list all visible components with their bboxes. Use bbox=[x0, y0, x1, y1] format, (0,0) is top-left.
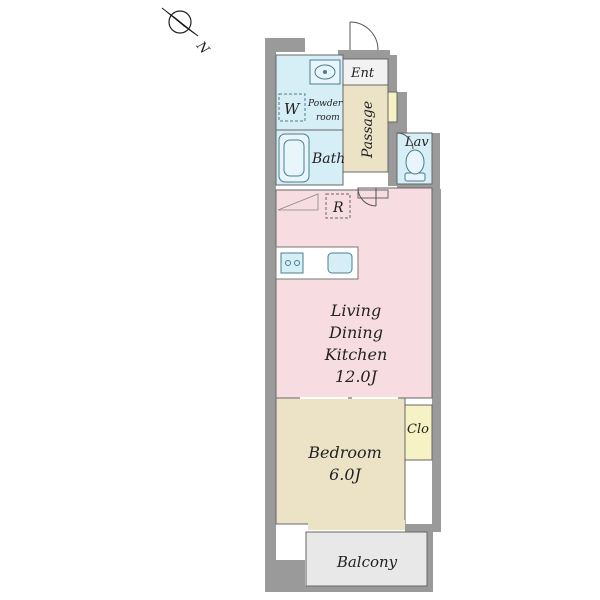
bedroom-size-label: 6.0J bbox=[329, 465, 362, 484]
powder-room-fixtures bbox=[278, 59, 341, 122]
kitchen-sink-icon bbox=[327, 252, 353, 274]
left-wall bbox=[265, 38, 305, 592]
ldk-label-3: Kitchen bbox=[324, 345, 388, 364]
powder-room-label-1: Powder bbox=[307, 99, 343, 109]
washer-space bbox=[278, 93, 306, 122]
ldk-label-2: Dining bbox=[328, 323, 383, 342]
bath-fixtures bbox=[278, 133, 310, 183]
ldk-label-1: Living bbox=[330, 301, 381, 320]
refrigerator-label: R bbox=[332, 200, 344, 216]
refrigerator bbox=[277, 193, 351, 219]
washer-label: W bbox=[284, 100, 301, 118]
toilet-bowl-icon bbox=[405, 149, 425, 175]
bedroom-floor bbox=[275, 397, 406, 525]
compass-needle-tail-icon bbox=[161, 7, 199, 37]
balcony-label: Balcony bbox=[336, 553, 398, 571]
bottom-wall-right bbox=[405, 524, 441, 532]
lav-label: Lav bbox=[404, 135, 429, 150]
stove-icon bbox=[280, 252, 304, 274]
lav-wall-right bbox=[432, 133, 440, 189]
powder-room-label-2: room bbox=[316, 113, 340, 123]
compass-north-label: N bbox=[192, 38, 212, 58]
closet-label: Clo bbox=[407, 422, 429, 437]
balcony-rail-right bbox=[427, 530, 433, 592]
refrigerator-space bbox=[325, 193, 351, 219]
bedroom-label: Bedroom bbox=[307, 443, 382, 462]
entrance-label: Ent bbox=[350, 66, 375, 81]
room-fills bbox=[275, 54, 433, 587]
lav-fixtures bbox=[396, 132, 426, 182]
right-wall-lower bbox=[432, 189, 441, 529]
cupboard-diagonal bbox=[277, 193, 319, 211]
compass: N bbox=[161, 7, 212, 58]
top-wall-ent bbox=[338, 50, 390, 59]
closet-floor bbox=[404, 404, 433, 461]
balcony-floor bbox=[305, 531, 428, 587]
entrance-door-arc bbox=[349, 21, 379, 51]
passage-floor bbox=[342, 84, 389, 173]
bath-label: Bath bbox=[311, 151, 345, 167]
burner-icon bbox=[285, 260, 291, 266]
bedroom-alcove bbox=[308, 520, 405, 530]
passage-label: Passage bbox=[360, 101, 376, 159]
shoe-box bbox=[387, 91, 398, 123]
entrance-floor bbox=[342, 58, 389, 86]
ldk-size-label: 12.0J bbox=[335, 367, 379, 386]
burner-icon-2 bbox=[294, 260, 300, 266]
lav-door-arc bbox=[396, 132, 414, 150]
bathtub-inner bbox=[283, 139, 305, 177]
inner-doors bbox=[276, 187, 432, 399]
entrance-door bbox=[349, 21, 379, 51]
passage-door-arc bbox=[357, 187, 377, 207]
sink-drain-icon bbox=[323, 70, 327, 74]
balcony-rail-bottom bbox=[300, 586, 433, 592]
room-labels: Ent W Powder room Passage Bath Lav R Liv… bbox=[284, 66, 429, 571]
kitchen-counter bbox=[275, 246, 359, 280]
